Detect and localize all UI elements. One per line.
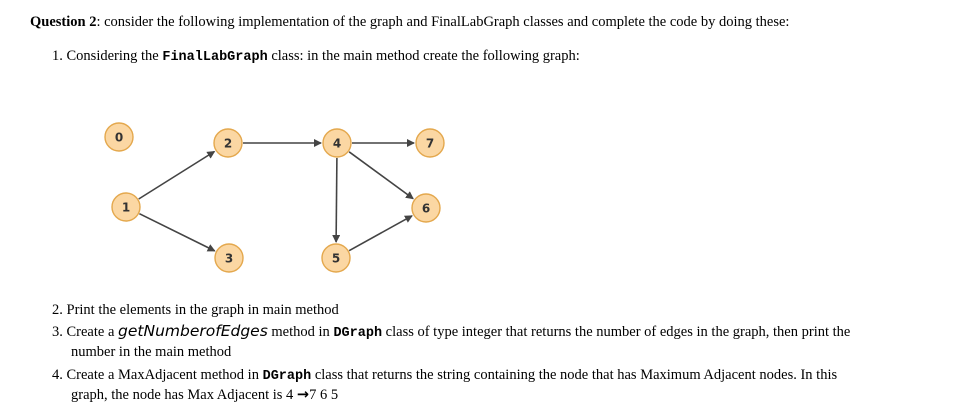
item-3-code: DGraph [333, 326, 383, 341]
node-circle-1 [111, 192, 141, 222]
node-label-4: 4 [333, 137, 341, 151]
node-circle-2 [213, 128, 243, 158]
item-1-code: FinalLabGraph [162, 50, 268, 65]
item-3: 3. Create a getNumberofEdges method in D… [52, 322, 932, 361]
question-heading-line: Question 2: consider the following imple… [30, 14, 789, 31]
item-4-code: DGraph [262, 369, 312, 384]
node-6: 6 [411, 193, 441, 223]
item-4-post2: graph, the node has Max Adjacent is 4 [71, 387, 297, 403]
node-circle-7 [415, 128, 445, 158]
item-4-post1: class that returns the string containing… [311, 367, 838, 383]
item-1-number: 1. [52, 48, 63, 64]
item-2-text: Print the elements in the graph in main … [66, 302, 339, 318]
item-3-number: 3. [52, 324, 63, 340]
node-circle-5 [321, 243, 351, 273]
item-1: 1. Considering the FinalLabGraph class: … [52, 47, 580, 67]
item-1-post: class: in the main method create the fol… [267, 48, 580, 64]
node-0: 0 [104, 122, 134, 152]
node-label-6: 6 [422, 202, 430, 216]
node-circle-6 [411, 193, 441, 223]
graph-diagram: 0 1 2 3 4 5 6 7 [104, 122, 445, 273]
node-3: 3 [214, 243, 244, 273]
item-3-mid: method in [267, 324, 334, 340]
edge-4-6 [348, 151, 414, 200]
node-label-1: 1 [122, 201, 130, 215]
question-heading: Question 2 [30, 14, 97, 30]
edge-1-2 [138, 150, 216, 200]
edge-4-5 [332, 157, 341, 243]
node-label-3: 3 [225, 252, 233, 266]
item-3-post2: number in the main method [71, 344, 232, 360]
node-1: 1 [111, 192, 141, 222]
node-circle-3 [214, 243, 244, 273]
node-5: 5 [321, 243, 351, 273]
right-arrow-icon: → [296, 387, 310, 403]
item-4-number: 4. [52, 367, 63, 383]
item-3-method: getNumberofEdges [118, 322, 268, 340]
edge-1-3 [139, 212, 216, 252]
edge-5-6 [348, 215, 413, 252]
node-label-7: 7 [426, 137, 434, 151]
node-2: 2 [213, 128, 243, 158]
item-4-line2: graph, the node has Max Adjacent is 4 →7… [52, 386, 942, 404]
item-4: 4. Create a MaxAdjacent method in DGraph… [52, 366, 942, 404]
item-2-number: 2. [52, 302, 63, 318]
node-7: 7 [415, 128, 445, 158]
node-circle-4 [322, 128, 352, 158]
node-label-5: 5 [332, 252, 340, 266]
node-4: 4 [322, 128, 352, 158]
item-4-pre: Create a MaxAdjacent method in [66, 367, 263, 383]
item-3-post1: class of type integer that returns the n… [382, 324, 851, 340]
question-intro: : consider the following implementation … [96, 14, 790, 30]
item-1-pre: Considering the [66, 48, 163, 64]
node-label-0: 0 [115, 131, 123, 145]
node-circle-0 [104, 122, 134, 152]
item-2: 2. Print the elements in the graph in ma… [52, 301, 339, 319]
item-4-post3: 7 6 5 [309, 387, 339, 403]
node-label-2: 2 [224, 137, 232, 151]
item-3-pre: Create a [66, 324, 119, 340]
